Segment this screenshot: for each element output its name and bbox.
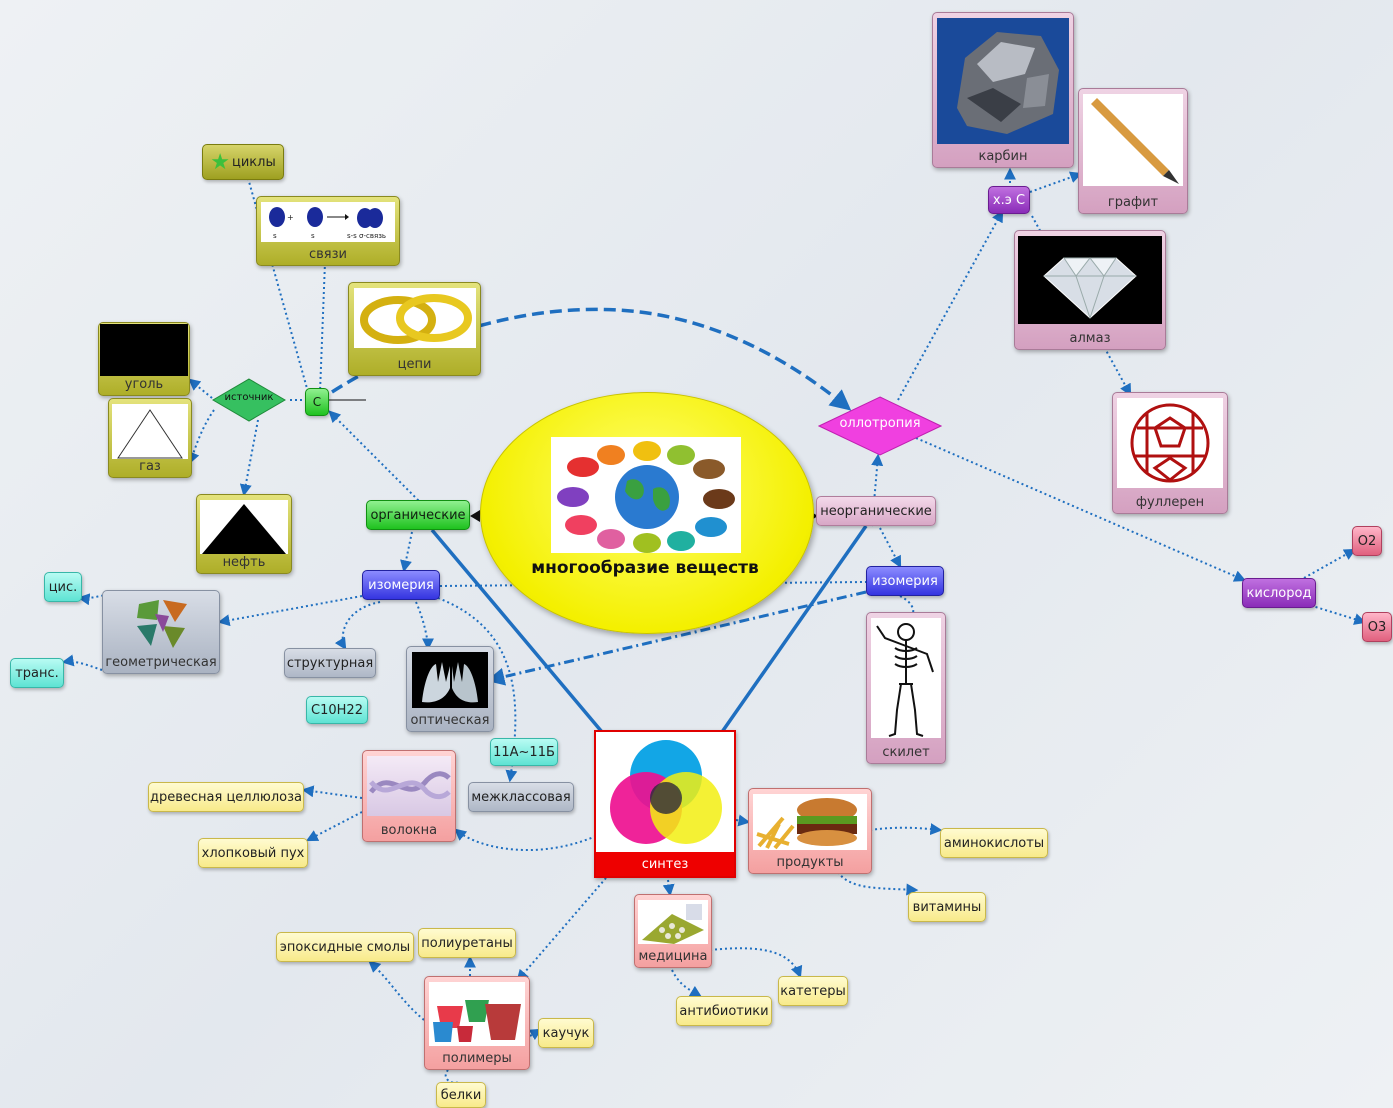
synthesis-card[interactable]: синтез [594,730,736,878]
catheters-node[interactable]: катетеры [778,976,848,1006]
cis-node[interactable]: цис. [44,572,82,602]
coal-image [100,324,188,376]
svg-text:s: s [311,232,315,240]
amino-node[interactable]: аминокислоты [940,828,1048,858]
hands-image [412,652,488,708]
interclass-node[interactable]: межклассовая [468,782,574,812]
burger-image [753,794,867,850]
fibers-image [367,756,451,816]
central-title: многообразие веществ [531,558,759,578]
fibers-card[interactable]: волокна [362,750,456,842]
oil-card[interactable]: нефть [196,494,292,574]
trans-node[interactable]: транс. [10,658,64,688]
o3-node[interactable]: O3 [1362,612,1392,642]
organic-node[interactable]: органические [366,500,470,530]
oxygen-node[interactable]: кислород [1242,578,1316,608]
allotropy-node[interactable]: оллотропия [817,396,943,456]
isomer-right-node[interactable]: изомерия [866,566,944,596]
chains-card[interactable]: цепи [348,282,481,376]
cycles-node[interactable]: ★ циклы [202,144,284,180]
central-topic[interactable] [480,392,814,634]
geometric-shapes-image [129,596,193,652]
pencil-image [1083,94,1183,186]
inorganic-node[interactable]: неорганические [816,496,936,526]
graphite-card[interactable]: графит [1078,88,1188,214]
source-node[interactable]: источник [212,378,286,422]
carbyne-card[interactable]: карбин [932,12,1074,168]
bonds-card[interactable]: + s s s-s σ-связь связи [256,196,400,266]
o2-node[interactable]: O2 [1352,526,1382,556]
buckets-image [429,982,525,1046]
svg-text:+: + [287,213,294,222]
xe-c-node[interactable]: х.э С [988,186,1030,214]
gas-card[interactable]: газ [108,398,192,478]
cellulose-node[interactable]: древесная целлюлоза [148,782,304,812]
cotton-node[interactable]: хлопковый пух [198,838,308,868]
rubber-node[interactable]: каучук [538,1018,594,1048]
epoxy-node[interactable]: эпоксидные смолы [276,932,414,962]
proteins-node[interactable]: белки [436,1082,486,1108]
diamond-card[interactable]: алмаз [1014,230,1166,350]
optical-card[interactable]: оптическая [406,646,494,732]
medicine-card[interactable]: медицина [634,894,712,968]
structural-node[interactable]: структурная [284,648,376,678]
vitamins-node[interactable]: витамины [908,892,986,922]
foods-card[interactable]: продукты [748,788,872,874]
bond-formula-label: s-s σ-связь [347,232,386,240]
gas-triangle-image [112,404,188,459]
rings-image [353,288,476,348]
carbon-node[interactable]: С [305,388,329,416]
polyurethane-node[interactable]: полиуретаны [418,928,516,958]
skeleton-image [871,618,941,738]
antibiotics-node[interactable]: антибиотики [676,996,772,1026]
pills-image [638,900,708,944]
diamond-image [1018,236,1162,324]
coal-card[interactable]: уголь [98,322,190,396]
star-icon: ★ [210,149,230,175]
isomer-left-node[interactable]: изомерия [362,570,440,600]
color-circles-image [600,736,730,854]
oil-image [200,500,288,554]
geometric-card[interactable]: геометрическая [102,590,220,674]
fullerene-image [1117,398,1223,488]
orbital-overlap-image: + s s s-s σ-связь [261,202,395,242]
range-node[interactable]: 11А~11Б [490,738,558,766]
formula-node[interactable]: С10Н22 [306,696,368,724]
carbyne-rock-image [937,18,1069,144]
skeleton-card[interactable]: скилет [866,612,946,764]
polymers-card[interactable]: полимеры [424,976,530,1070]
hands-globe-image [551,437,741,553]
svg-text:s: s [273,232,277,240]
fullerene-card[interactable]: фуллерен [1112,392,1228,514]
